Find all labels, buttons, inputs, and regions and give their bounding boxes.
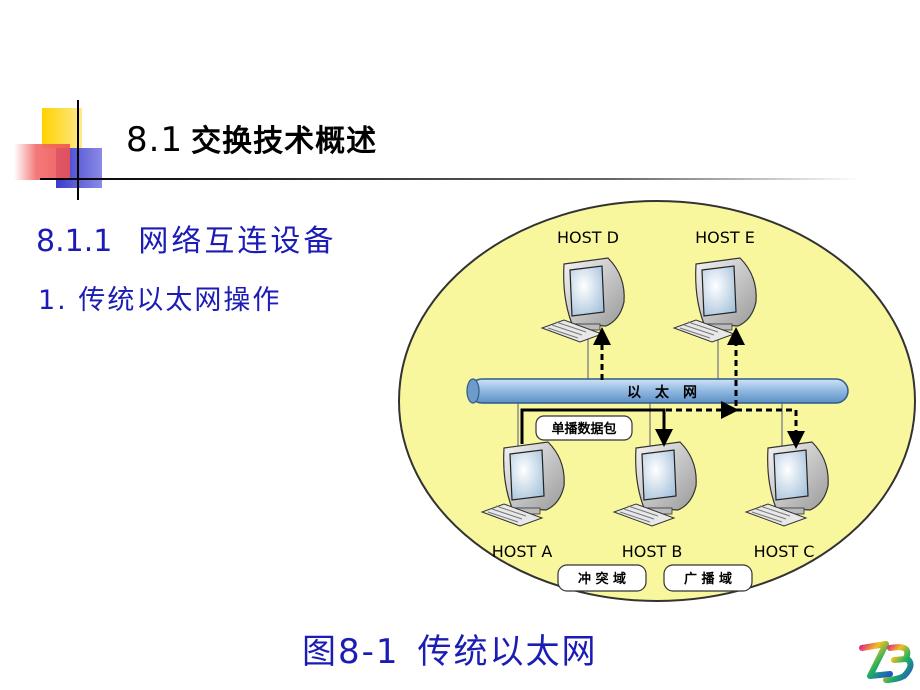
broadcast-domain-label: 广 播 域 (684, 571, 732, 587)
publisher-logo (859, 641, 914, 683)
section-heading: 8.1.1 网络互连设备 (36, 216, 336, 260)
host-c-label: HOST C (754, 542, 815, 561)
cables (517, 326, 783, 446)
figure-caption: 图8-1 传统以太网 (302, 624, 598, 673)
host-e-label: HOST E (695, 228, 755, 247)
host-d-label: HOST D (557, 228, 619, 247)
caption-number: 图8-1 (302, 632, 400, 672)
decorative-corner-graphic (14, 100, 102, 200)
list-item: 1. 传统以太网操作 (38, 285, 282, 316)
title-underline (40, 178, 860, 180)
title-text: 交换技术概述 (191, 124, 378, 159)
subtitle-number: 8.1.1 (36, 224, 113, 259)
title-number: 8.1 (126, 120, 184, 160)
host-b-label: HOST B (622, 542, 683, 561)
ethernet-bus (466, 378, 849, 404)
unicast-path-arrows (520, 408, 673, 447)
ethernet-diagram: 以 太 网 单播数据包 HOST D HOST E HOST A HOST B … (398, 200, 916, 602)
subtitle-text: 网络互连设备 (138, 224, 337, 259)
caption-text: 传统以太网 (417, 632, 598, 672)
unicast-label-box (535, 415, 633, 441)
broadcast-domain-box (663, 564, 753, 592)
broadcast-path-arrows (593, 327, 805, 449)
unicast-label: 单播数据包 (551, 421, 616, 437)
ethernet-label: 以 太 网 (627, 384, 697, 401)
collision-domain-box (557, 564, 647, 592)
host-a-label: HOST A (492, 542, 553, 561)
collision-domain-label: 冲 突 域 (578, 571, 626, 587)
